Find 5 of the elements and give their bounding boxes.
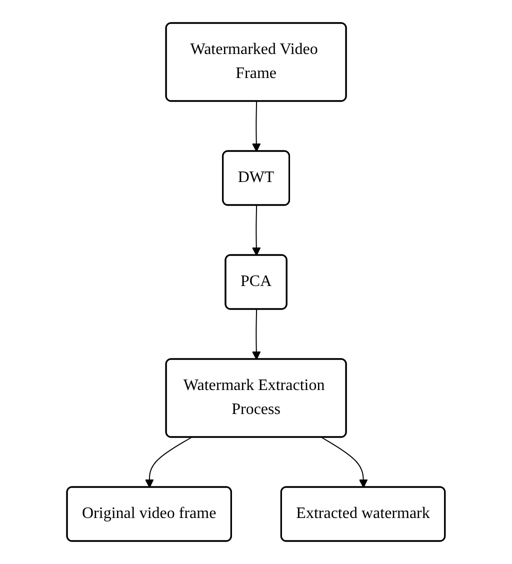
arrow — [145, 437, 192, 488]
arrow — [252, 309, 261, 360]
arrow — [321, 437, 368, 488]
arrow — [252, 205, 261, 256]
arrow — [252, 101, 261, 152]
